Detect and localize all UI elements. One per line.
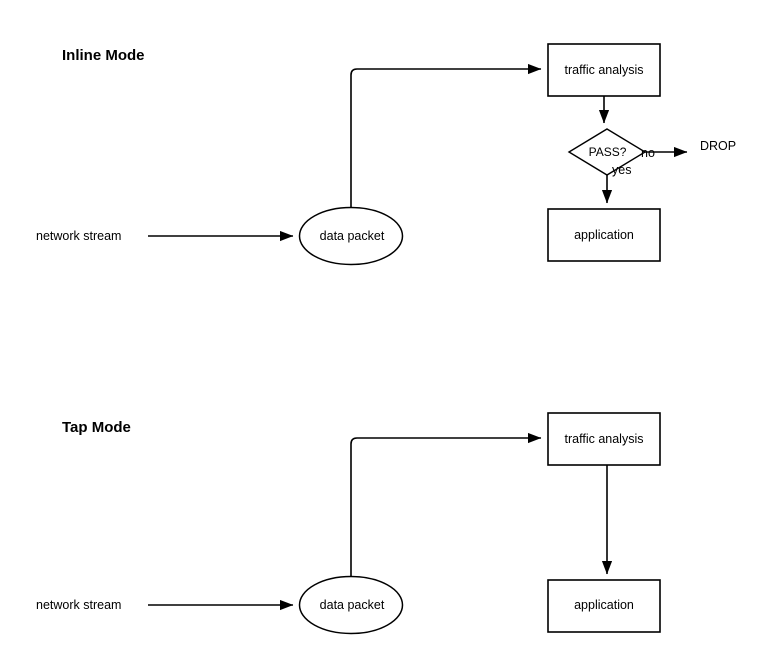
section-title-tap-mode: Tap Mode <box>62 419 131 436</box>
edge-data-packet-to-traffic-analysis-inline <box>350 63 542 207</box>
node-application-tap <box>547 579 661 633</box>
node-application-inline <box>547 208 661 262</box>
node-label-drop: DROP <box>700 139 737 153</box>
node-traffic-analysis-inline <box>547 43 661 97</box>
edge-label-yes: yes <box>612 163 632 177</box>
node-traffic-analysis-tap <box>547 412 661 466</box>
edge-label-no: no <box>641 146 655 160</box>
label-network-stream-inline: network stream <box>36 229 122 243</box>
node-data-packet-inline <box>298 206 404 266</box>
node-decision-pass-inline <box>567 128 647 176</box>
node-data-packet-tap <box>298 575 404 635</box>
label-network-stream-tap: network stream <box>36 598 122 612</box>
section-title-inline-mode: Inline Mode <box>62 47 145 64</box>
edge-data-packet-to-traffic-analysis-tap <box>350 432 542 576</box>
